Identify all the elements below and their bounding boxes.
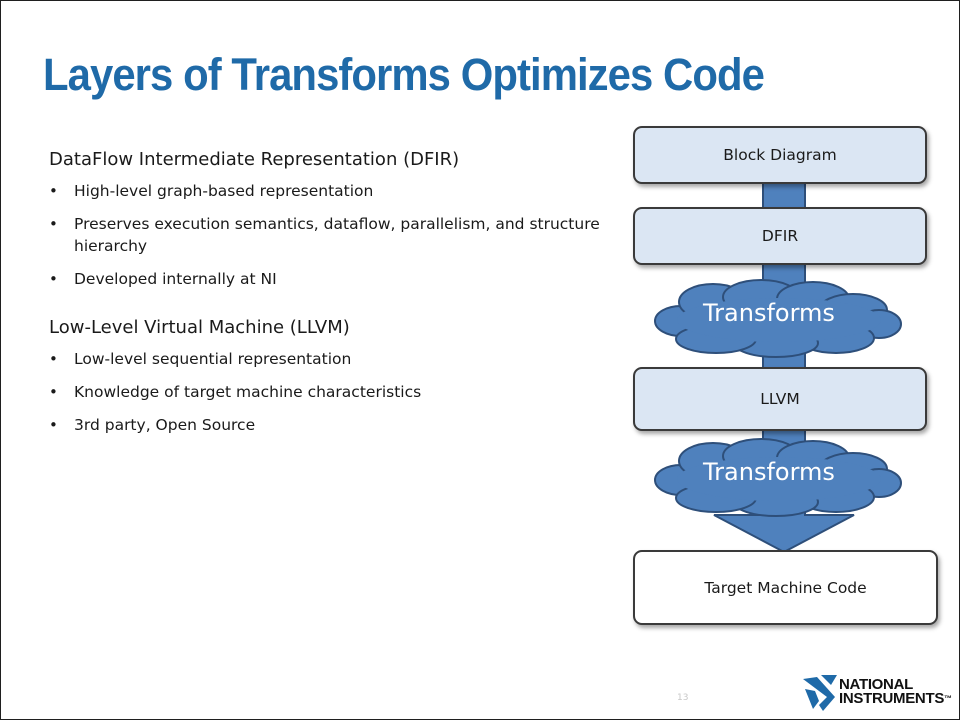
transforms-cloud-2 [654, 438, 902, 517]
bullet-item: Low-level sequential representation [49, 348, 609, 370]
bullet-item: Preserves execution semantics, dataflow,… [49, 213, 609, 257]
bullet-item: High-level graph-based representation [49, 180, 609, 202]
page-number: 13 [677, 693, 689, 703]
logo-wordmark-line1: NATIONAL [839, 676, 913, 693]
slide-content: DataFlow Intermediate Representation (DF… [49, 146, 609, 447]
transforms-cloud-1 [654, 279, 902, 358]
logo-wordmark-line2: INSTRUMENTS™ [839, 691, 952, 707]
stage-target-machine-code: Target Machine Code [633, 550, 938, 625]
slide-title: Layers of Transforms Optimizes Code [43, 49, 765, 100]
section-heading-dfir: DataFlow Intermediate Representation (DF… [49, 149, 460, 170]
bullet-list-dfir: High-level graph-based representation Pr… [49, 180, 609, 290]
stage-block-diagram: Block Diagram [633, 126, 927, 184]
transform-pipeline-diagram: Block Diagram DFIR Transforms LLVM Trans… [621, 116, 951, 641]
pipeline-graphics [654, 155, 902, 554]
national-instruments-logo: NATIONAL INSTRUMENTS™ [801, 671, 956, 716]
logo-wordmark-line2-text: INSTRUMENTS [839, 690, 945, 707]
stage-llvm: LLVM [633, 367, 927, 431]
transforms-label-2: Transforms [703, 458, 835, 486]
bullet-list-llvm: Low-level sequential representation Know… [49, 348, 609, 436]
bullet-item: Knowledge of target machine characterist… [49, 381, 609, 403]
stage-dfir: DFIR [633, 207, 927, 265]
bullet-item: 3rd party, Open Source [49, 414, 609, 436]
transforms-label-1: Transforms [703, 299, 835, 327]
trademark-symbol: ™ [944, 694, 952, 703]
section-heading-llvm: Low-Level Virtual Machine (LLVM) [49, 317, 350, 338]
bullet-item: Developed internally at NI [49, 268, 609, 290]
ni-eagle-logo-icon [803, 675, 837, 711]
